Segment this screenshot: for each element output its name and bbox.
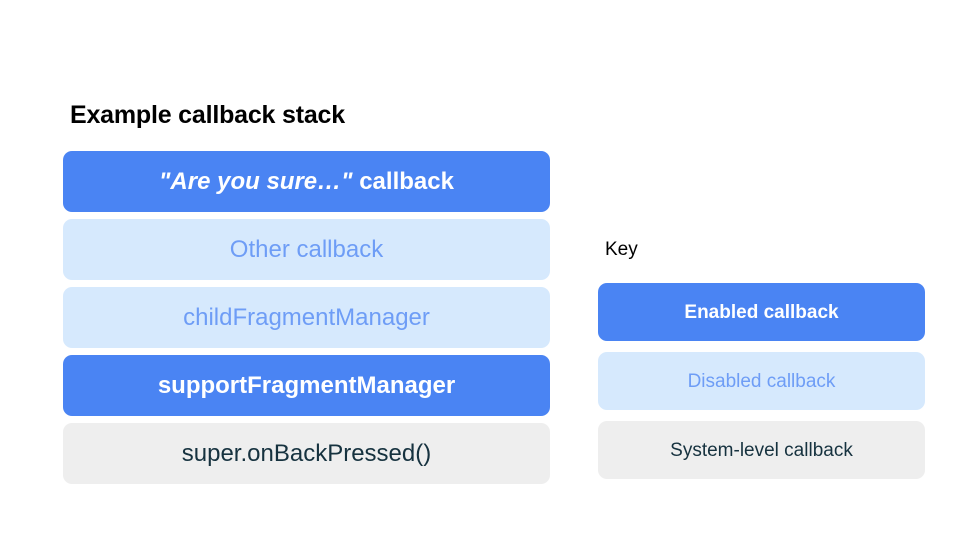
key-legend-section: Key Enabled callback Disabled callback S…	[598, 238, 925, 490]
stack-bar-label: "Are you sure…" callback	[159, 168, 454, 196]
key-item-disabled-callback: Disabled callback	[598, 352, 925, 410]
stack-bar-label: super.onBackPressed()	[181, 439, 432, 467]
page-title: Example callback stack	[70, 101, 345, 129]
key-item-label: Enabled callback	[684, 301, 839, 323]
stack-bar-are-you-sure: "Are you sure…" callback	[63, 151, 550, 212]
stack-bar-label: supportFragmentManager	[157, 371, 456, 399]
stack-bar-label-quoted: "Are you sure…"	[159, 167, 353, 195]
stack-bar-child-fragment-manager: childFragmentManager	[63, 287, 550, 348]
key-item-enabled-callback: Enabled callback	[598, 283, 925, 341]
stack-bar-other-callback: Other callback	[63, 219, 550, 280]
stack-bar-label-plain: callback	[352, 167, 454, 195]
key-item-label: Disabled callback	[687, 370, 836, 392]
stack-bar-super-on-back-pressed: super.onBackPressed()	[63, 423, 550, 484]
stack-bar-label: childFragmentManager	[183, 303, 430, 331]
key-item-system-level-callback: System-level callback	[598, 421, 925, 479]
stack-bar-support-fragment-manager: supportFragmentManager	[63, 355, 550, 416]
key-item-label: System-level callback	[670, 439, 853, 461]
callback-stack-section: Example callback stack "Are you sure…" c…	[63, 100, 550, 491]
stack-bar-label: Other callback	[229, 235, 384, 263]
key-title: Key	[605, 239, 638, 260]
